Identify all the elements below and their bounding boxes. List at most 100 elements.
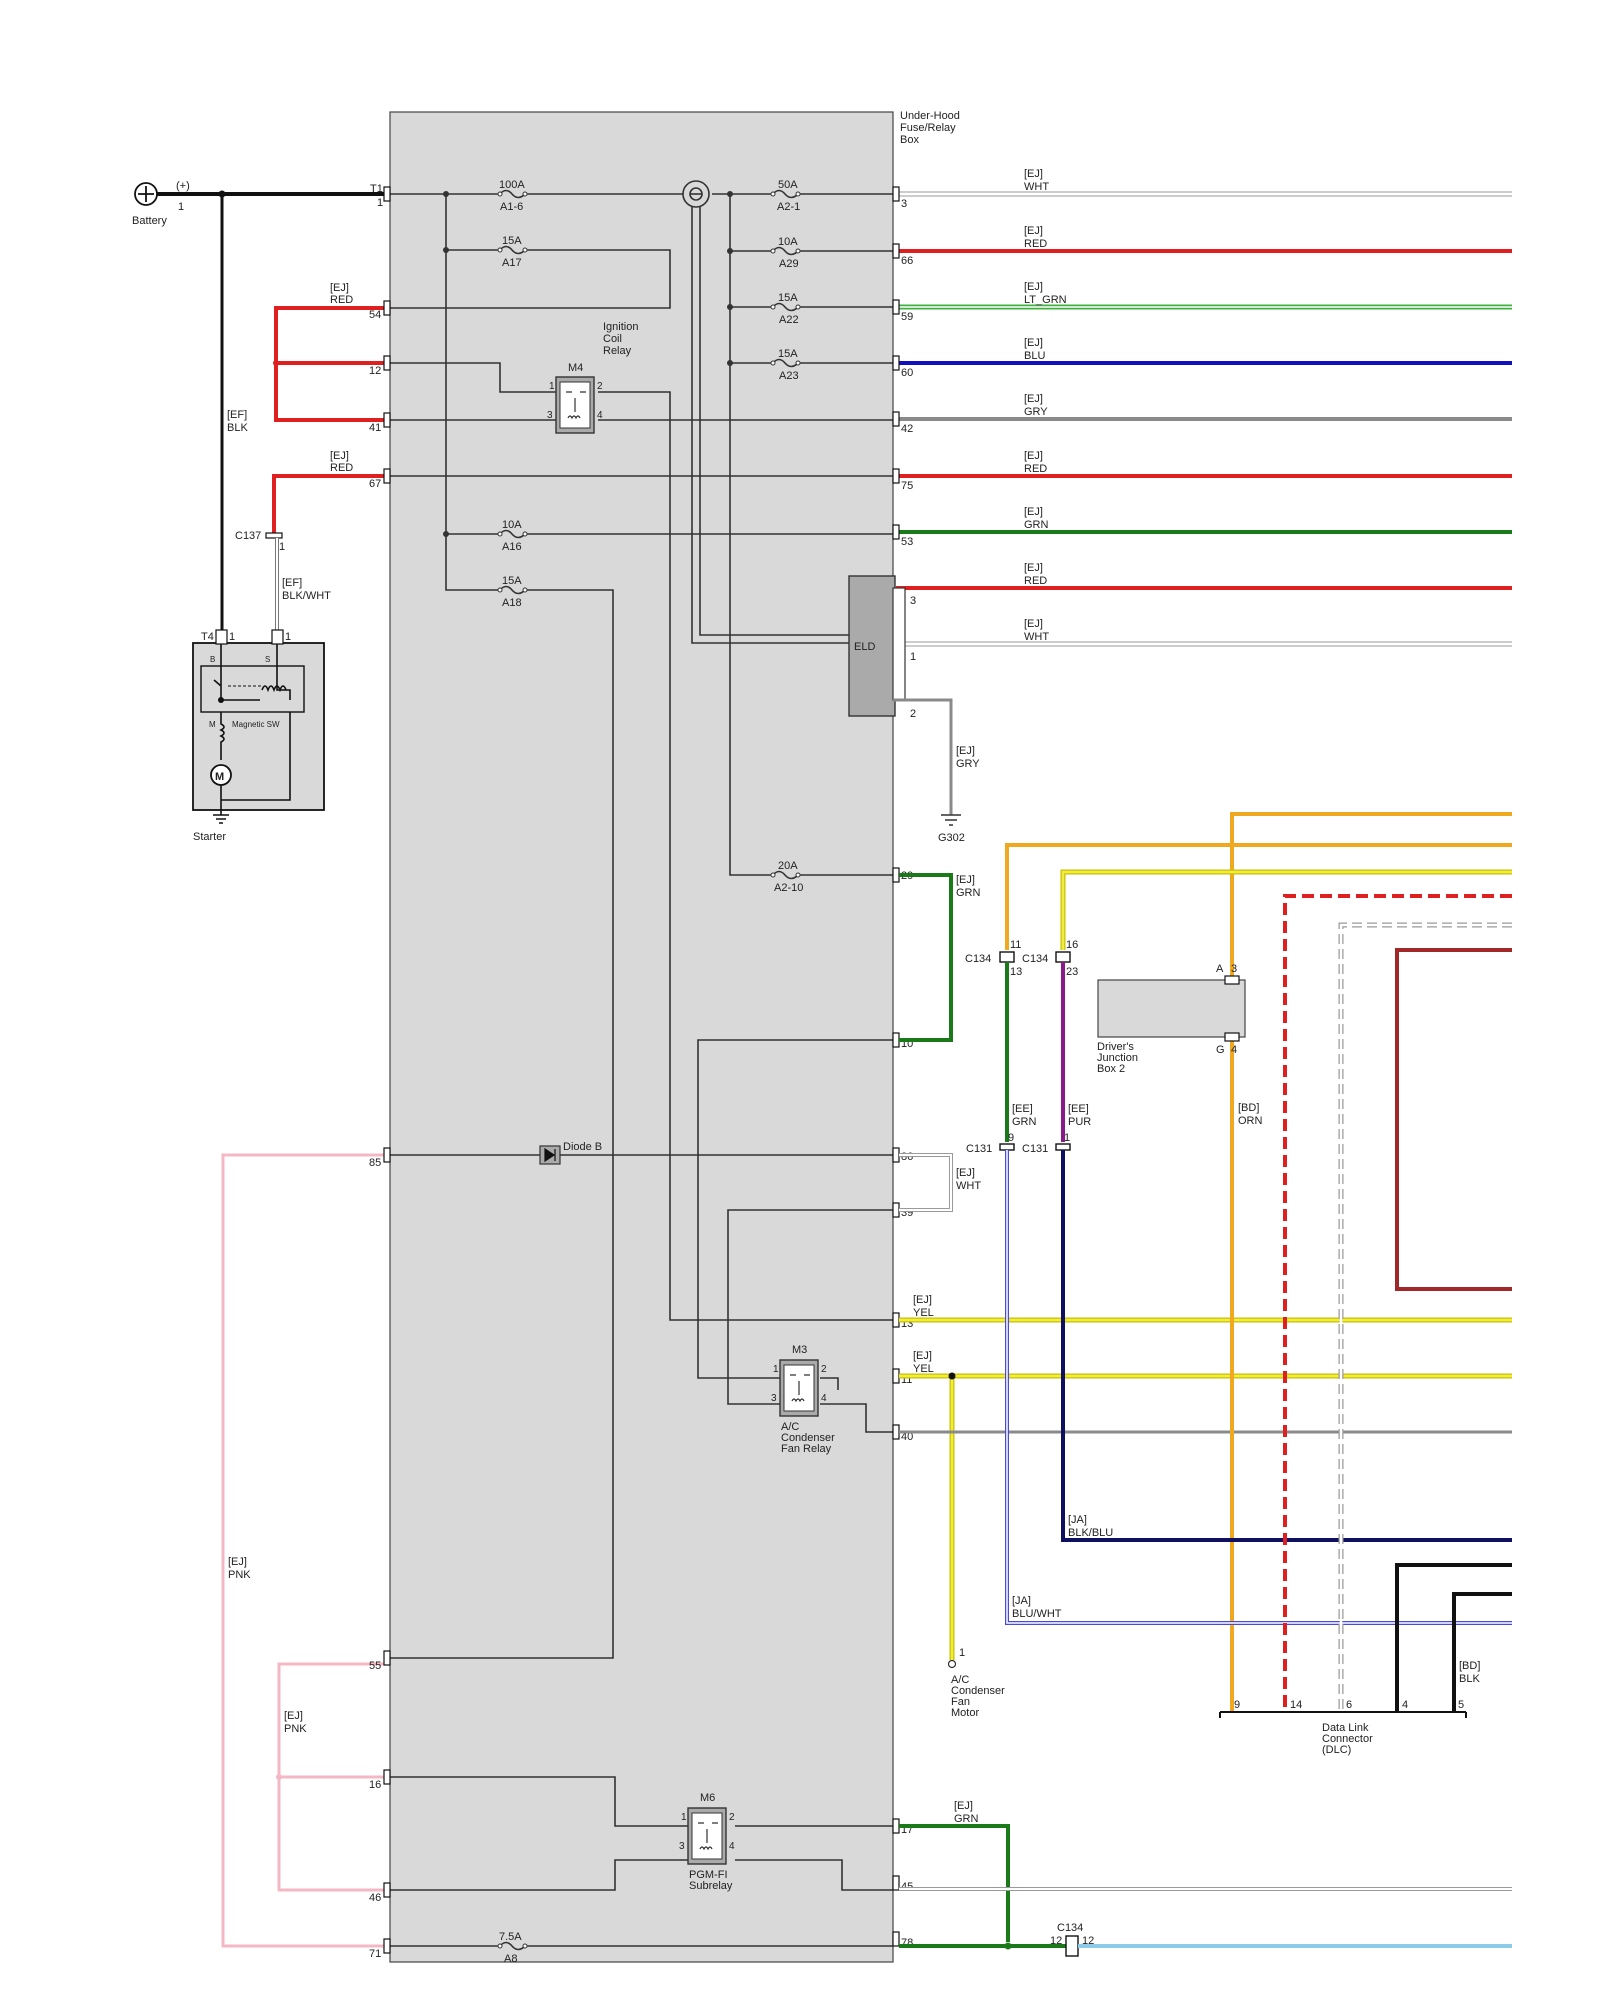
dlc-pin-6: 6 bbox=[1346, 1699, 1352, 1711]
relay-m4-pin3: 3 bbox=[547, 410, 553, 421]
ee-pur-tag: [EE] bbox=[1068, 1103, 1089, 1115]
lw-color-1: BLK bbox=[227, 422, 248, 434]
fan-motor-name-2: Condenser bbox=[951, 1685, 1005, 1697]
left-pin-71: 71 bbox=[369, 1948, 381, 1960]
right-pin-3: 3 bbox=[901, 198, 907, 210]
starter-pin-s: 1 bbox=[285, 631, 291, 643]
fan-motor-name-3: Fan bbox=[951, 1696, 970, 1708]
right-pin-75: 75 bbox=[901, 480, 913, 492]
relay-m3-pin3: 3 bbox=[771, 1393, 777, 1404]
drivers-junction-box-2: Driver's Junction Box 2 A 3 G 4 bbox=[1097, 963, 1246, 1075]
c134b-top: 16 bbox=[1066, 939, 1078, 951]
fan-motor-name-1: A/C bbox=[951, 1674, 969, 1686]
magnetic-switch-box bbox=[200, 665, 305, 713]
yel11-color: YEL bbox=[913, 1363, 934, 1375]
yel13-tag: [EJ] bbox=[913, 1294, 932, 1306]
c134a-label: C134 bbox=[965, 953, 991, 965]
djb2-g: G bbox=[1216, 1044, 1225, 1056]
fuse-a2-10: 20A A2-10 bbox=[770, 860, 803, 894]
djb2-name-1: Driver's bbox=[1097, 1041, 1134, 1053]
starter-label: Starter bbox=[193, 831, 226, 843]
fusebox-title-1: Under-Hood bbox=[900, 110, 960, 122]
left-pin-46: 46 bbox=[369, 1892, 381, 1904]
starter-connector-s bbox=[271, 629, 284, 645]
fuse-a22-id: A22 bbox=[779, 314, 799, 326]
ja-blkblu-tag: [JA] bbox=[1068, 1514, 1087, 1526]
left-pin-67: 67 bbox=[369, 478, 381, 490]
rw-color-0: WHT bbox=[1024, 181, 1049, 193]
fusebox-left-pins: T1 1 54 12 41 67 85 55 16 46 71 bbox=[369, 183, 391, 1960]
wire-orn-top bbox=[1230, 812, 1512, 1712]
left-pin-16: 16 bbox=[369, 1779, 381, 1791]
fuse-a16-id: A16 bbox=[502, 541, 522, 553]
fuse-a22-amp: 15A bbox=[778, 292, 798, 304]
wire-ja-bluwht-core bbox=[1006, 1150, 1512, 1624]
grn17-color: GRN bbox=[954, 1813, 979, 1825]
wire-wht-86-39-core bbox=[899, 1154, 952, 1211]
fuse-a1-6-amp: 100A bbox=[499, 179, 525, 191]
magnetic-switch-contacts bbox=[213, 644, 291, 701]
lw-tag-0: [EJ] bbox=[330, 282, 349, 294]
left-pin-1: 1 bbox=[377, 197, 383, 209]
left-pin-55: 55 bbox=[369, 1660, 381, 1672]
battery: Battery (+) 1 bbox=[132, 180, 190, 227]
relay-m3-name-1: A/C bbox=[781, 1421, 799, 1433]
relay-m6-id: M6 bbox=[700, 1792, 715, 1804]
left-pin-12: 12 bbox=[369, 365, 381, 377]
ee-grn-tag: [EE] bbox=[1012, 1103, 1033, 1115]
relay-m4-pin1: 1 bbox=[549, 381, 555, 392]
dlc-name-2: Connector bbox=[1322, 1733, 1373, 1745]
wire-orn-c134a bbox=[1005, 843, 1512, 950]
fuse-a18: 15A A18 bbox=[497, 575, 528, 609]
rw-color-5: RED bbox=[1024, 463, 1047, 475]
relay-m4-id: M4 bbox=[568, 362, 583, 374]
rw-tag-7: [EJ] bbox=[1024, 562, 1043, 574]
wire-ja-blkblu bbox=[1061, 1150, 1512, 1542]
lw-tag-2: [EJ] bbox=[330, 450, 349, 462]
right-pin-59: 59 bbox=[901, 311, 913, 323]
starter-m-label: M bbox=[209, 720, 216, 729]
relay-m6-pin4: 4 bbox=[729, 1841, 735, 1852]
orn-color: ORN bbox=[1238, 1115, 1263, 1127]
fuse-a23-id: A23 bbox=[779, 370, 799, 382]
c137-pin: 1 bbox=[279, 541, 285, 553]
fan-motor-name-4: Motor bbox=[951, 1707, 979, 1719]
diode-icon bbox=[544, 1147, 556, 1163]
fuse-a29-id: A29 bbox=[779, 258, 799, 270]
magnetic-switch-label: Magnetic SW bbox=[232, 720, 280, 729]
relay-m3-name-2: Condenser bbox=[781, 1432, 835, 1444]
starter: T4 1 1 B S M Magnetic SW M Starter bbox=[192, 629, 325, 843]
yel11-tag: [EJ] bbox=[913, 1350, 932, 1362]
ac-condenser-fan-motor: 1 A/C Condenser Fan Motor bbox=[947, 1647, 1005, 1719]
c134a-top: 11 bbox=[1010, 939, 1021, 951]
relay-m6-pin1: 1 bbox=[681, 1812, 687, 1823]
relay-m3-id: M3 bbox=[792, 1344, 807, 1356]
lw-color-3: BLK/WHT bbox=[282, 590, 331, 602]
fuse-a1-6-id: A1-6 bbox=[500, 201, 523, 213]
relay-m3-pin4: 4 bbox=[821, 1393, 827, 1404]
wire-pnk-55-16-46 bbox=[277, 1662, 384, 1892]
dlc-bar bbox=[1219, 1711, 1467, 1718]
rw-tag-4: [EJ] bbox=[1024, 393, 1043, 405]
magnetic-switch-coil-icon bbox=[261, 685, 287, 693]
grn29-color: GRN bbox=[956, 887, 981, 899]
right-output-wires: [EJ] WHT [EJ] RED [EJ] LT_GRN [EJ] BLU [… bbox=[896, 168, 1512, 647]
c131-b-connector: C131 1 bbox=[1022, 1132, 1071, 1155]
rw-tag-2: [EJ] bbox=[1024, 281, 1043, 293]
battery-label: Battery bbox=[132, 215, 167, 227]
starter-motor-label: M bbox=[215, 771, 224, 783]
lw-tag-4: [EJ] bbox=[228, 1556, 247, 1568]
starter-connector-b bbox=[215, 629, 228, 645]
grn17-tag: [EJ] bbox=[954, 1800, 973, 1812]
fuse-a2-1: 50A A2-1 bbox=[770, 179, 801, 213]
c137-connector: C137 1 bbox=[235, 530, 285, 553]
c134c-left: 12 bbox=[1050, 1935, 1062, 1947]
ja-blkblu-color: BLK/BLU bbox=[1068, 1527, 1113, 1539]
fuse-a16: 10A A16 bbox=[497, 519, 528, 553]
wire-pnk-85-71 bbox=[221, 1153, 384, 1948]
left-pin-41: 41 bbox=[369, 422, 381, 434]
relay-m4: M4 1 2 3 4 Ignition Coil Relay bbox=[547, 321, 638, 434]
fuse-a1-6: 100A A1-6 bbox=[497, 179, 528, 213]
orn-tag: [BD] bbox=[1238, 1102, 1259, 1114]
right-pin-53: 53 bbox=[901, 536, 913, 548]
